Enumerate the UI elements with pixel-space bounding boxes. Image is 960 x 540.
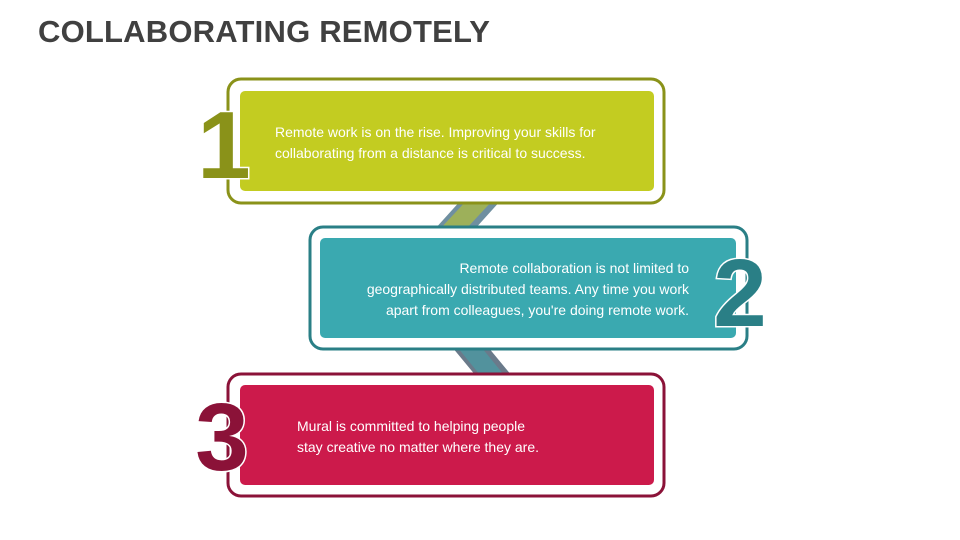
step-3-text-line: Mural is committed to helping people — [297, 418, 526, 434]
step-3-text: Mural is committed to helping people sta… — [297, 416, 627, 458]
step-2-text-line: apart from colleagues, you're doing remo… — [385, 302, 689, 318]
step-1-text-line: collaborating from a distance is critica… — [275, 145, 586, 161]
step-1-number: 1 — [197, 92, 250, 199]
step-3-card — [226, 372, 666, 498]
step-2-number: 2 — [713, 240, 766, 347]
step-2-text: Remote collaboration is not limited to g… — [330, 258, 689, 321]
step-1-card — [226, 77, 666, 205]
step-2-text-line: Remote collaboration is not limited to — [459, 260, 689, 276]
step-3-number: 3 — [195, 384, 248, 491]
step-2-text-line: geographically distributed teams. Any ti… — [366, 281, 689, 297]
step-1-text: Remote work is on the rise. Improving yo… — [275, 122, 635, 164]
connector-2-3 — [452, 347, 512, 376]
connector-1-2 — [434, 199, 502, 230]
step-3-text-line: stay creative no matter where they are. — [297, 439, 539, 455]
step-1-text-line: Remote work is on the rise. Improving yo… — [275, 124, 596, 140]
slide-title: COLLABORATING REMOTELY — [38, 14, 491, 49]
step-2-card — [308, 225, 749, 351]
